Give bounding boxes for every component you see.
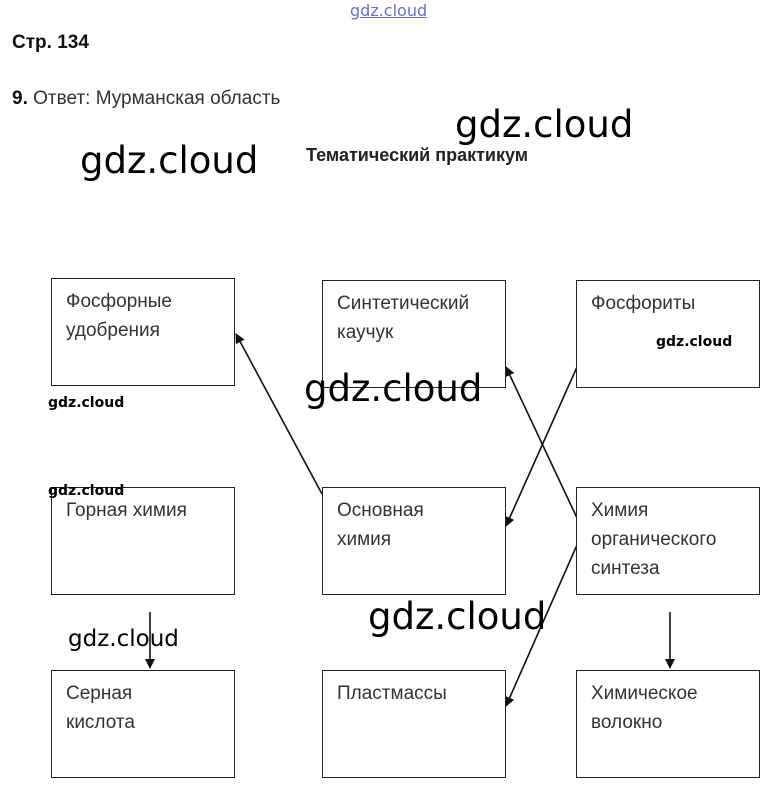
task-number: 9.	[12, 88, 28, 109]
arrow-organich-to-kauchuk	[505, 366, 578, 519]
watermark: gdz.cloud	[48, 395, 125, 411]
box-line: органического	[591, 529, 717, 550]
section-title: Тематический практикум	[306, 145, 529, 165]
box-line: волокно	[591, 712, 663, 733]
box-gornaya-khimiya: Горная химия	[51, 487, 235, 595]
box-line: Горная химия	[66, 500, 187, 521]
watermark: gdz.cloud	[656, 334, 733, 350]
box-line: кислота	[66, 712, 135, 733]
box-sernaya-kislota: Серная кислота	[51, 670, 235, 778]
box-khimicheskoe-volokno: Химическое волокно	[576, 670, 760, 778]
arrow-fosfority-to-osnovnaya	[505, 366, 578, 527]
watermark: gdz.cloud	[350, 1, 428, 20]
watermark: gdz.cloud	[368, 595, 547, 638]
box-osnovnaya-khimiya: Основная химия	[322, 487, 506, 595]
watermark: gdz.cloud	[68, 626, 179, 652]
box-line: Химическое	[591, 683, 698, 704]
box-line: синтеза	[591, 558, 660, 579]
box-line: Химия	[591, 500, 649, 521]
box-line: Синтетический	[337, 293, 470, 314]
watermark: gdz.cloud	[80, 139, 259, 182]
box-sinteticheskiy-kauchuk: Синтетический каучук	[322, 280, 506, 388]
box-line: Основная	[337, 500, 424, 521]
box-khimiya-organicheskogo-sinteza: Химия органического синтеза	[576, 487, 760, 595]
box-plastmassy: Пластмассы	[322, 670, 506, 778]
arrow-organich-to-plastmassy	[505, 544, 578, 707]
answer-line: 9. Ответ: Мурманская область	[12, 88, 280, 110]
box-line: Пластмассы	[337, 683, 447, 704]
box-line: удобрения	[66, 320, 160, 341]
box-fosfornye-udobreniya: Фосфорные удобрения	[51, 278, 235, 386]
box-line: химия	[337, 529, 392, 550]
watermark: gdz.cloud	[48, 483, 125, 499]
watermark: gdz.cloud	[304, 367, 483, 410]
answer-text: Ответ: Мурманская область	[33, 88, 281, 109]
box-line: Фосфорные	[66, 291, 172, 312]
arrow-osnovnaya-to-fosfornye	[235, 333, 323, 495]
box-line: Серная	[66, 683, 133, 704]
box-line: каучук	[337, 322, 394, 343]
box-line: Фосфориты	[591, 293, 696, 314]
box-fosfority: Фосфориты	[576, 280, 760, 388]
page-number: Стр. 134	[12, 32, 89, 53]
watermark: gdz.cloud	[455, 103, 634, 146]
